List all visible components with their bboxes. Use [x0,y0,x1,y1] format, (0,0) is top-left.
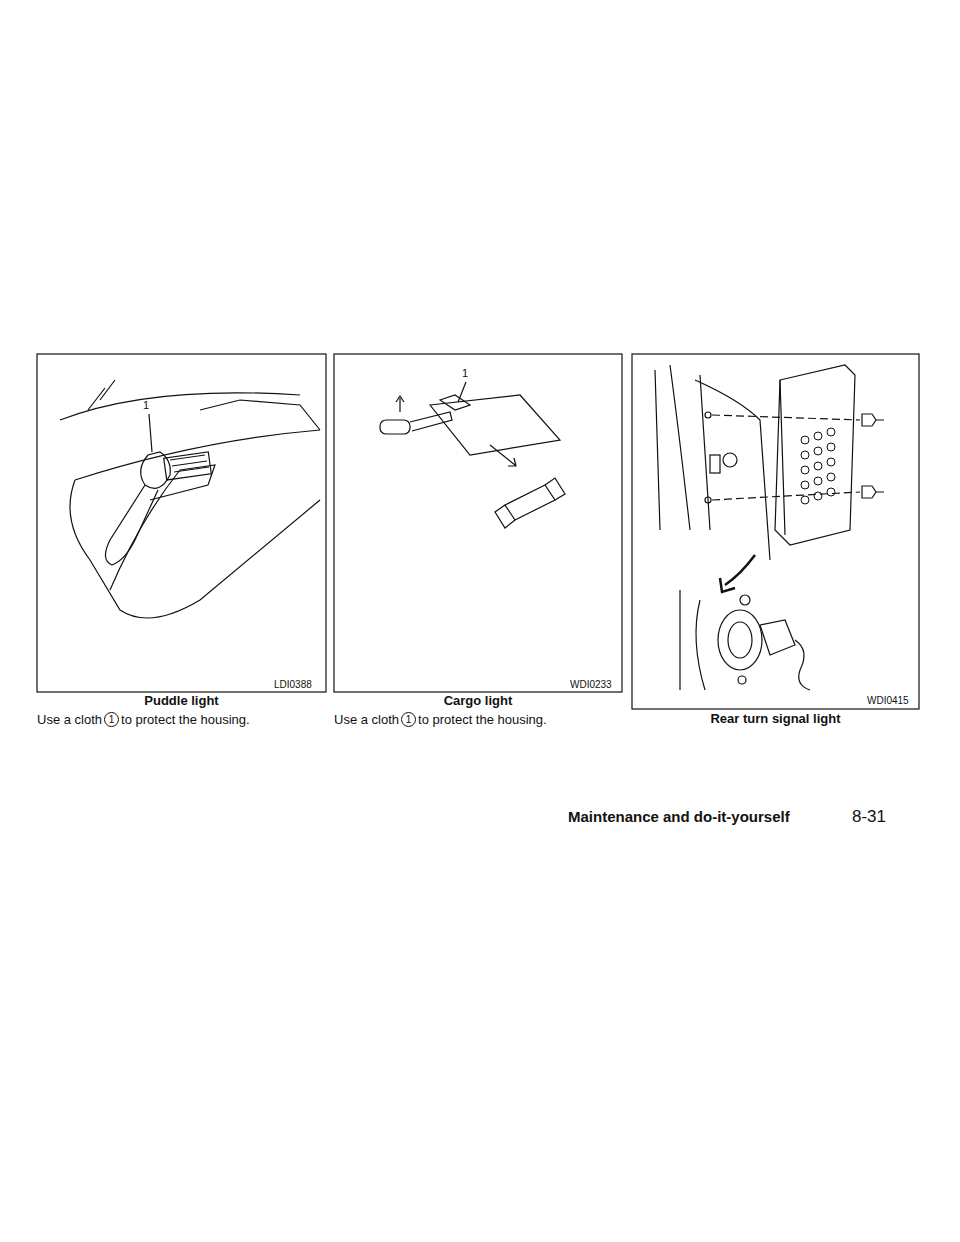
figure-code: LDI0388 [273,679,313,691]
callout-number: 1 [462,367,468,379]
instruction-text: Use a cloth [334,712,399,727]
lamp-assembly [775,365,855,545]
bulb [495,478,565,528]
body-panel [655,365,770,560]
mirror-housing [60,380,320,618]
figure-frame [334,354,622,692]
leader-line [458,382,466,402]
removal-arrow [490,445,516,466]
leader-line [149,414,152,452]
bolt-lines [712,415,860,500]
bulb-socket [680,590,810,690]
screwdriver [380,396,452,434]
figure-frame [37,354,326,692]
circled-callout: 1 [104,712,119,727]
circled-callout: 1 [401,712,416,727]
footer-section: Maintenance and do-it-yourself [568,808,790,826]
instruction-text: to protect the housing. [121,712,250,727]
instruction-line: Use a cloth1to protect the housing. [37,712,250,728]
figure-caption: Cargo light [334,693,622,709]
figure-caption: Puddle light [37,693,326,709]
figure-code: WDI0415 [866,695,910,707]
figure-frame [632,354,919,709]
figure-caption: Rear turn signal light [632,711,919,727]
bolts [862,414,884,498]
direction-arrow [720,555,755,592]
callout-number: 1 [143,399,149,411]
figure-code: WDI0233 [569,679,613,691]
instruction-text: to protect the housing. [418,712,547,727]
screwdriver [105,452,170,565]
lamp-lens [430,395,560,455]
page-number: 8-31 [852,808,886,826]
instruction-line: Use a cloth1to protect the housing. [334,712,547,728]
instruction-text: Use a cloth [37,712,102,727]
